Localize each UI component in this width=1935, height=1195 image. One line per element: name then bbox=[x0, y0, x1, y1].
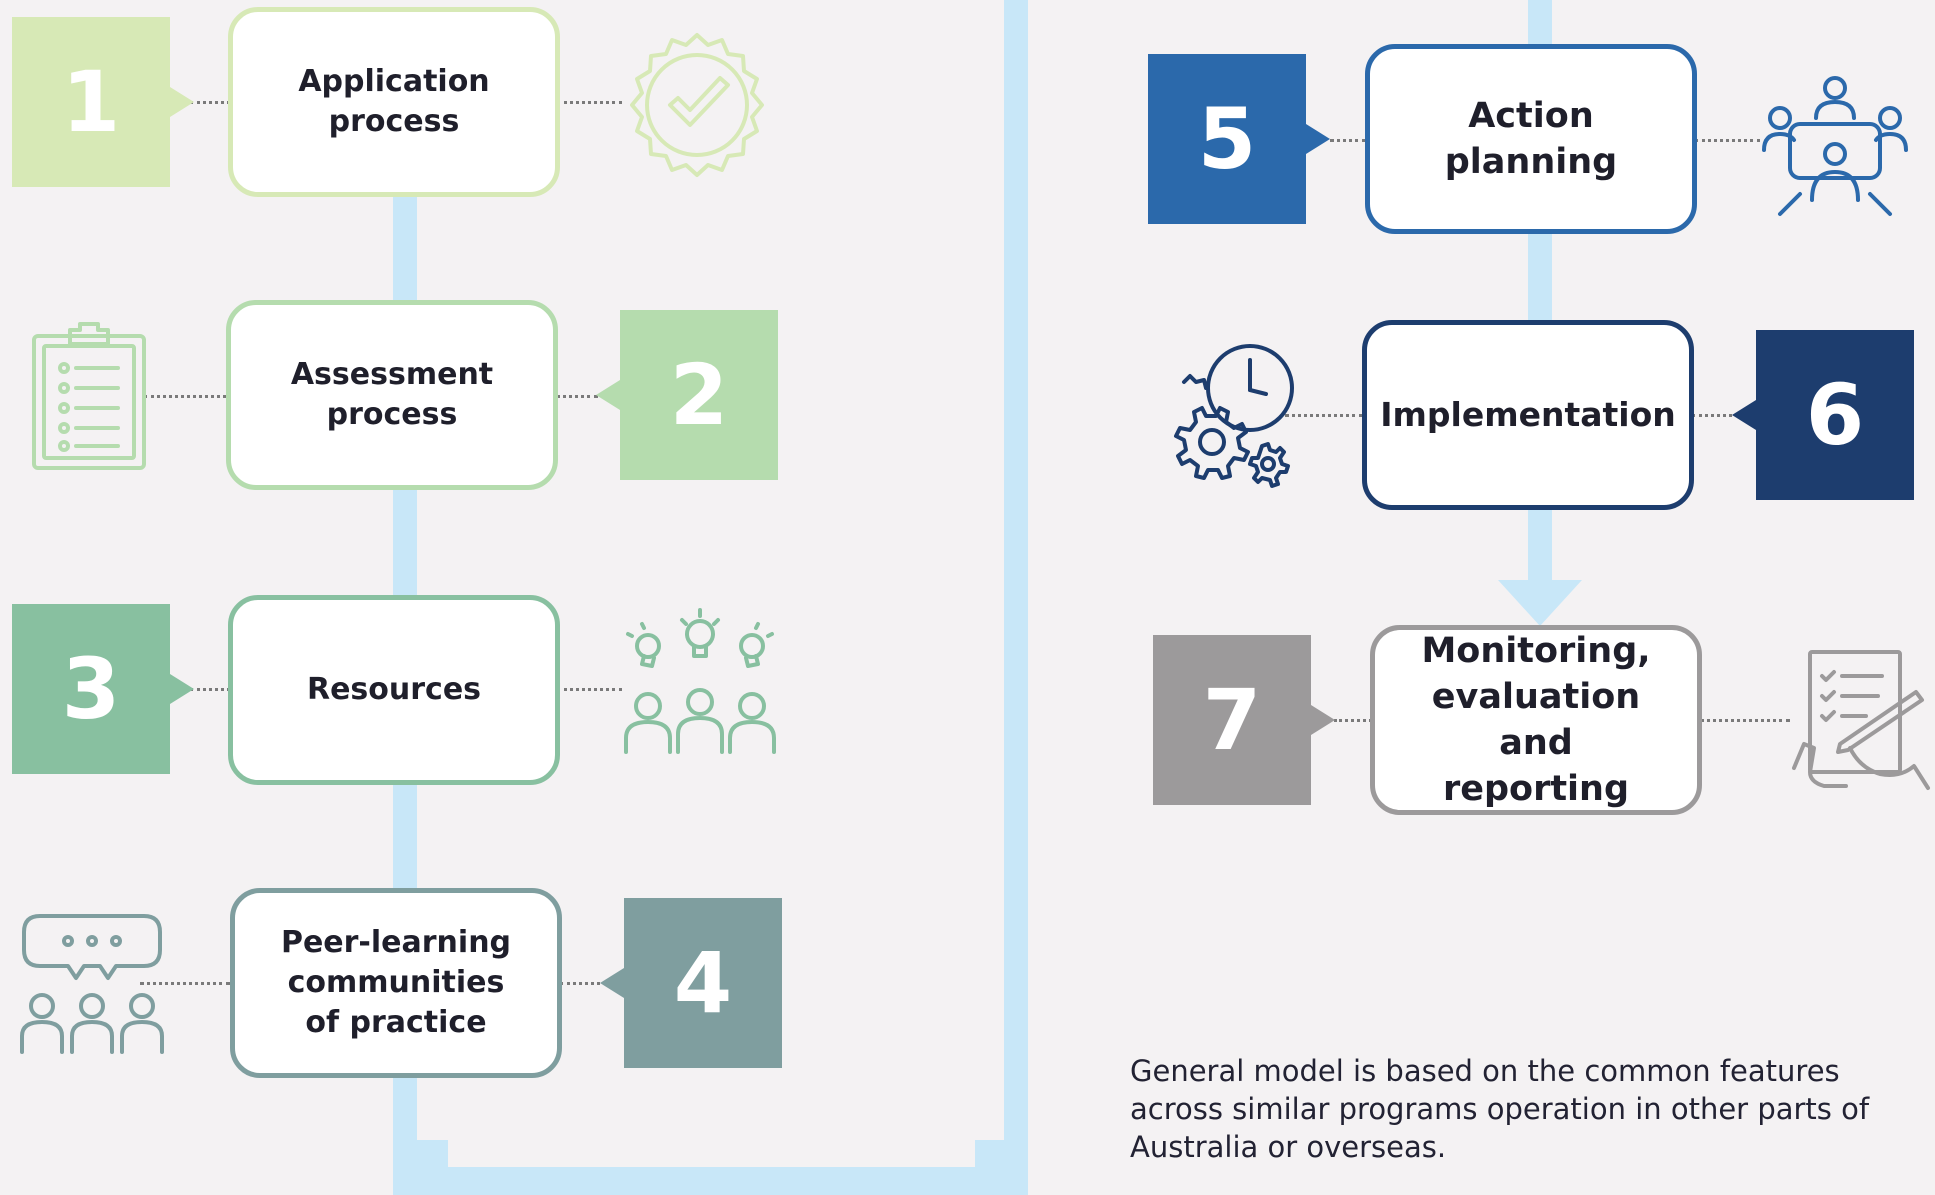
signing-document-icon bbox=[1790, 648, 1930, 793]
clipboard-checklist-icon bbox=[30, 322, 148, 472]
leader-line-2b bbox=[556, 395, 598, 398]
step-box-monitoring: Monitoring, evaluation and reporting bbox=[1370, 625, 1702, 815]
flow-line-bottom bbox=[393, 1167, 1028, 1195]
gears-clock-icon bbox=[1150, 342, 1300, 492]
step-box-resources: Resources bbox=[228, 595, 560, 785]
leader-line-6a bbox=[1285, 414, 1363, 417]
leader-line-7a bbox=[1334, 719, 1372, 722]
step-box-assessment-process: Assessment process bbox=[226, 300, 558, 490]
leader-line-3a bbox=[190, 688, 230, 691]
leader-line-4a bbox=[140, 982, 230, 985]
lightbulb-team-icon bbox=[620, 606, 780, 758]
footnote-text: General model is based on the common fea… bbox=[1130, 1054, 1870, 1164]
leader-line-5a bbox=[1330, 139, 1366, 142]
leader-line-7b bbox=[1700, 719, 1790, 722]
step-number-5: 5 bbox=[1148, 54, 1330, 224]
leader-line-6b bbox=[1692, 414, 1732, 417]
step-label: Application process bbox=[298, 64, 490, 139]
step-number-2: 2 bbox=[596, 310, 778, 480]
step-number-3: 3 bbox=[12, 604, 194, 774]
step-label: Action planning bbox=[1444, 96, 1618, 182]
step-label: Implementation bbox=[1380, 395, 1676, 434]
step-number-6: 6 bbox=[1732, 330, 1914, 500]
step-number-4: 4 bbox=[600, 898, 782, 1068]
leader-line-4b bbox=[560, 982, 600, 985]
meeting-table-icon bbox=[1760, 74, 1910, 216]
step-box-peer-learning: Peer-learning communities of practice bbox=[230, 888, 562, 1078]
step-label: Resources bbox=[306, 672, 482, 707]
flow-line-center-vertical bbox=[1004, 0, 1028, 1170]
leader-line-2a bbox=[144, 395, 226, 398]
step-number-7: 7 bbox=[1153, 635, 1335, 805]
flow-arrowhead bbox=[1498, 580, 1582, 626]
step-number-1: 1 bbox=[12, 17, 194, 187]
step-box-application-process: Application process bbox=[228, 7, 560, 197]
step-label: Assessment process bbox=[290, 357, 494, 432]
flow-line-top-cap bbox=[1004, 0, 1552, 1]
discussion-group-icon bbox=[20, 912, 165, 1056]
certificate-check-icon bbox=[622, 30, 772, 180]
step-label: Monitoring, evaluation and reporting bbox=[1421, 631, 1651, 809]
leader-line-3b bbox=[557, 688, 622, 691]
leader-line-5b bbox=[1695, 139, 1760, 142]
leader-line-1b bbox=[557, 101, 622, 104]
step-box-implementation: Implementation bbox=[1362, 320, 1694, 510]
leader-line-1a bbox=[190, 101, 230, 104]
step-label: Peer-learning communities of practice bbox=[280, 925, 512, 1040]
step-box-action-planning: Action planning bbox=[1365, 44, 1697, 234]
